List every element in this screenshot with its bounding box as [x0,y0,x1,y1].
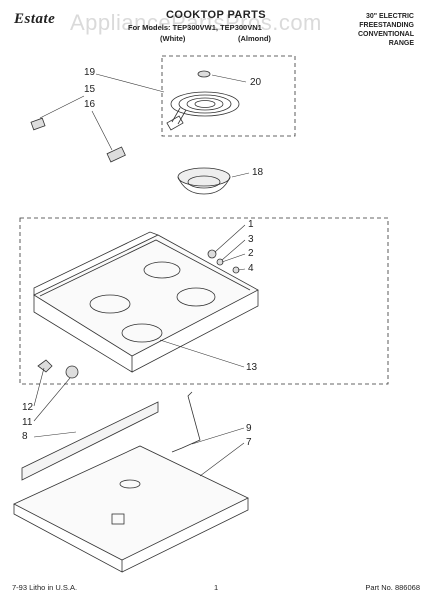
callout-19: 19 [84,67,96,78]
color-almond-label: (Almond) [238,34,271,43]
range-description-line-3: CONVENTIONAL [358,31,414,38]
callout-11: 11 [22,417,33,428]
cooktop-panel [33,231,259,373]
callout-20: 20 [250,77,262,88]
drip-tray [13,445,249,573]
part-number: Part No. 886068 [365,583,420,592]
element-cap [197,70,211,78]
callout-16: 16 [84,99,96,110]
callout-18: 18 [252,167,264,178]
clip-part [207,249,217,259]
bumper-part [65,365,79,379]
page-title: COOKTOP PARTS [166,9,266,21]
callout-2: 2 [248,248,254,259]
callout-7: 7 [246,437,252,448]
page-number: 1 [214,583,219,592]
range-description-line-1: 30" ELECTRIC [365,13,414,20]
callout-13: 13 [246,362,258,373]
models-line: For Models: TEP300VW1, TEP300VN1 [128,23,262,32]
callout-4: 4 [248,263,254,274]
drip-bowl [177,167,231,195]
callout-12: 12 [22,402,34,413]
screw-part [216,258,224,266]
element-receptacle [106,146,126,163]
range-description-line-2: FREESTANDING [359,22,414,29]
callout-3: 3 [248,234,254,245]
element-group-dashed-box [161,55,296,137]
callout-1: 1 [248,219,254,230]
surface-element [166,91,240,131]
callout-15: 15 [84,84,96,95]
front-strip [21,401,159,481]
terminal-block [30,117,46,131]
watermark: AppliancePartsPros.com [70,10,322,35]
cooktop-group-dashed-box [19,217,389,385]
leader-lines [33,73,250,477]
range-description-line-4: RANGE [388,40,414,47]
brand-logo: Estate [14,11,56,27]
callout-8: 8 [22,431,28,442]
hinge-part [37,359,53,373]
color-white-label: (White) [160,34,186,43]
support-rod [171,391,201,453]
litho-note: 7-93 Litho in U.S.A. [12,583,78,592]
callout-9: 9 [246,423,252,434]
